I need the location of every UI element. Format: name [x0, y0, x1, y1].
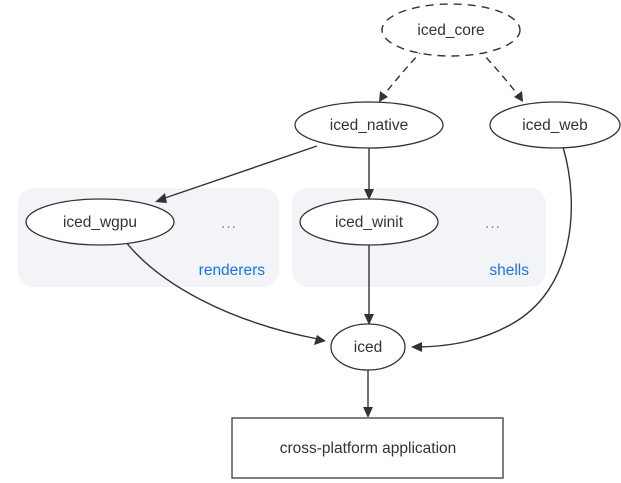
node-iced-native-shape[interactable]	[294, 101, 444, 149]
node-iced-web-label: iced_web	[522, 117, 588, 134]
edge-iced-to-application	[363, 370, 373, 418]
node-iced-wgpu[interactable]: iced_wgpu	[25, 198, 175, 246]
edge-iced-native-to-iced-wgpu-path	[161, 145, 318, 200]
node-iced-native-label: iced_native	[330, 117, 408, 134]
node-iced[interactable]: iced	[330, 323, 406, 371]
node-iced-core-shape[interactable]	[381, 3, 521, 57]
edge-iced-core-to-iced-web	[477, 48, 523, 102]
node-iced-shape[interactable]	[330, 323, 406, 371]
node-application-label: cross-platform application	[280, 440, 457, 457]
cluster-shells-label: shells	[489, 262, 529, 279]
cluster-shells-ellipsis: ...	[485, 215, 501, 232]
edge-iced-native-to-iced-winit	[364, 148, 374, 200]
node-application-shape[interactable]	[231, 417, 504, 479]
edge-iced-core-to-iced-web-arrowhead	[514, 91, 523, 102]
node-application[interactable]: cross-platform application	[231, 417, 504, 479]
cluster-renderers-label: renderers	[199, 262, 266, 279]
edge-iced-to-application-arrowhead	[363, 407, 373, 418]
edge-iced-web-to-iced-arrowhead	[411, 342, 422, 352]
node-iced-web[interactable]: iced_web	[489, 101, 621, 149]
edge-iced-winit-to-iced	[364, 245, 374, 325]
edge-iced-wgpu-to-iced-arrowhead	[314, 335, 326, 345]
edge-iced-native-to-iced-wgpu	[155, 145, 318, 203]
edge-iced-core-to-iced-native-arrowhead	[379, 91, 388, 102]
node-iced-web-shape[interactable]	[489, 101, 621, 149]
node-iced-winit-label: iced_winit	[335, 214, 404, 231]
edge-iced-core-to-iced-web-path	[477, 48, 520, 97]
edge-iced-web-to-iced	[411, 146, 572, 352]
edge-iced-web-to-iced-path	[418, 146, 572, 348]
edge-iced-core-to-iced-native-path	[382, 48, 425, 97]
node-iced-winit-shape[interactable]	[299, 198, 439, 246]
edge-iced-native-to-iced-wgpu-arrowhead	[155, 193, 167, 203]
edge-iced-native-to-iced-winit-arrowhead	[364, 189, 374, 200]
cluster-renderers-ellipsis: ...	[221, 215, 237, 232]
edge-iced-core-to-iced-native	[379, 48, 425, 102]
edge-iced-winit-to-iced-arrowhead	[364, 314, 374, 325]
node-iced-winit[interactable]: iced_winit	[299, 198, 439, 246]
node-iced-wgpu-label: iced_wgpu	[63, 214, 137, 231]
node-iced-label: iced	[354, 339, 382, 356]
node-iced-core[interactable]: iced_core	[381, 3, 521, 57]
edge-iced-wgpu-to-iced-path	[124, 240, 319, 340]
node-iced-wgpu-shape[interactable]	[25, 198, 175, 246]
edge-iced-wgpu-to-iced	[124, 240, 326, 345]
node-iced-core-label: iced_core	[417, 22, 484, 39]
node-iced-native[interactable]: iced_native	[294, 101, 444, 149]
